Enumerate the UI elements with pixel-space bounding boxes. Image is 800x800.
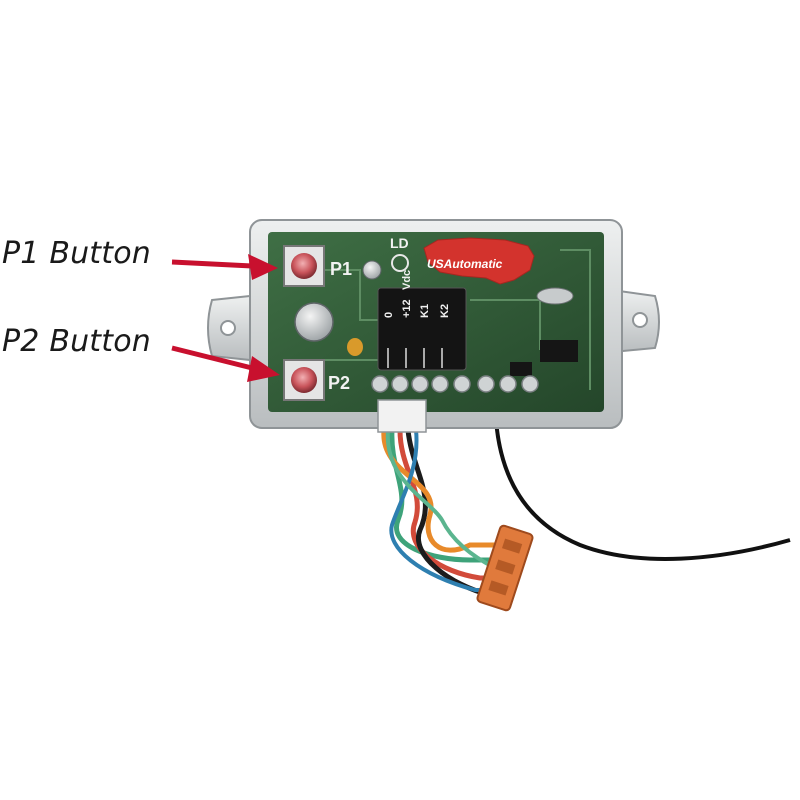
wire-harness [381,429,505,598]
p2-board-marking: P2 [328,373,350,393]
capacitor-small [362,260,382,280]
terminal-marking-k1: K1 [419,304,431,318]
capacitor-large [294,302,334,342]
mounting-hole-left [220,320,236,336]
terminal-marking-vdc: Vdc [401,270,413,290]
brand-logo-text: USAutomatic [427,257,503,271]
terminal-markings: 0 +12 Vdc K1 K2 [383,270,451,318]
wire-header [377,399,427,433]
orange-connector [476,524,534,612]
p1-button[interactable] [283,245,325,287]
antenna-wire [494,419,791,561]
p1-board-marking: P1 [330,259,352,279]
p2-button[interactable] [283,359,325,401]
usautomatic-logo: USAutomatic [423,237,535,285]
p2-button-label: P2 Button [2,324,152,359]
p2-arrow [171,345,280,382]
ic-chip [540,340,578,362]
relay-block [377,287,467,371]
screw-terminal-row [371,375,539,393]
terminal-marking-0: 0 [383,312,395,318]
crystal-oscillator [536,287,574,305]
terminal-marking-12: +12 [401,299,413,318]
mounting-hole-right [632,312,648,328]
ic-chip-small [510,362,532,376]
led-indicator [391,254,409,272]
led-marking: LD [390,235,409,251]
tantalum-capacitor [347,338,363,356]
p1-button-label: P1 Button [2,236,152,271]
p1-arrow [171,254,278,280]
terminal-marking-k2: K2 [439,304,451,318]
